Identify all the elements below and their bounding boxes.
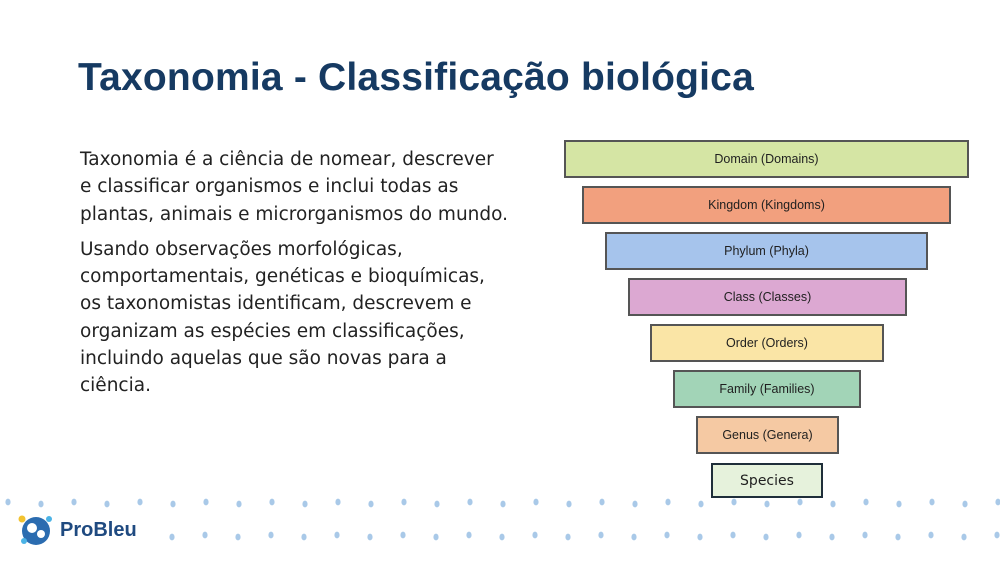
- decorative-dot: [796, 531, 802, 539]
- decorative-dot: [533, 498, 539, 506]
- decorative-dot: [664, 531, 670, 539]
- decorative-dot: [499, 533, 505, 541]
- brand-logo: ProBleu: [16, 513, 137, 547]
- decorative-dot: [565, 533, 571, 541]
- decorative-dot: [137, 498, 143, 506]
- level-order: Order (Orders): [650, 324, 884, 362]
- level-genus: Genus (Genera): [696, 416, 839, 454]
- decorative-dot: [203, 498, 209, 506]
- description-text: Taxonomia é a ciência de nomear, descrev…: [80, 146, 510, 408]
- decorative-dot: [929, 498, 935, 506]
- decorative-dot: [697, 533, 703, 541]
- decorative-dot: [334, 531, 340, 539]
- decorative-dot: [896, 500, 902, 508]
- decorative-dot: [401, 498, 407, 506]
- decorative-dot: [169, 533, 175, 541]
- decorative-dot: [631, 533, 637, 541]
- decorative-dot: [466, 531, 472, 539]
- decorative-dot: [433, 533, 439, 541]
- decorative-dot: [71, 498, 77, 506]
- decorative-dot: [367, 533, 373, 541]
- decorative-dot: [731, 498, 737, 506]
- probleu-logo-icon: [18, 515, 52, 545]
- decorative-dot: [830, 500, 836, 508]
- decorative-dot: [335, 498, 341, 506]
- decorative-dot: [863, 498, 869, 506]
- decorative-dot: [235, 533, 241, 541]
- decorative-dot: [368, 500, 374, 508]
- level-phylum: Phylum (Phyla): [605, 232, 928, 270]
- decorative-dot-pattern: [5, 498, 1000, 541]
- level-kingdom: Kingdom (Kingdoms): [582, 186, 951, 224]
- decorative-dot: [962, 500, 968, 508]
- decorative-dot: [5, 498, 11, 506]
- decorative-dot: [763, 533, 769, 541]
- decorative-dot: [268, 531, 274, 539]
- decorative-dot: [764, 500, 770, 508]
- decorative-dot: [599, 498, 605, 506]
- brand-name: ProBleu: [60, 518, 137, 541]
- decorative-dot: [400, 531, 406, 539]
- decorative-dot: [434, 500, 440, 508]
- decorative-dot: [38, 500, 44, 508]
- decorative-dot: [928, 531, 934, 539]
- decorative-dot: [269, 498, 275, 506]
- decorative-dot: [500, 500, 506, 508]
- decorative-dot: [829, 533, 835, 541]
- decorative-dot: [104, 500, 110, 508]
- paragraph-methods: Usando observações morfológicas, comport…: [80, 238, 485, 397]
- decorative-dot: [170, 500, 176, 508]
- level-domain: Domain (Domains): [564, 140, 969, 178]
- decorative-dot: [202, 531, 208, 539]
- decorative-dot: [467, 498, 473, 506]
- decorative-dot: [862, 531, 868, 539]
- decorative-dot: [632, 500, 638, 508]
- slide-title: Taxonomia - Classificação biológica: [78, 56, 754, 99]
- decorative-dot: [994, 531, 1000, 539]
- decorative-dot: [961, 533, 967, 541]
- paragraph-definition: Taxonomia é a ciência de nomear, descrev…: [80, 149, 509, 225]
- decorative-dot: [532, 531, 538, 539]
- level-class: Class (Classes): [628, 278, 907, 316]
- decorative-dot: [302, 500, 308, 508]
- decorative-dot: [566, 500, 572, 508]
- decorative-dot: [895, 533, 901, 541]
- decorative-dot: [236, 500, 242, 508]
- decorative-dot: [301, 533, 307, 541]
- level-family: Family (Families): [673, 370, 861, 408]
- decorative-dot: [598, 531, 604, 539]
- decorative-dot: [730, 531, 736, 539]
- decorative-dot: [665, 498, 671, 506]
- decorative-dot: [995, 498, 1000, 506]
- decorative-dot: [797, 498, 803, 506]
- decorative-dot: [698, 500, 704, 508]
